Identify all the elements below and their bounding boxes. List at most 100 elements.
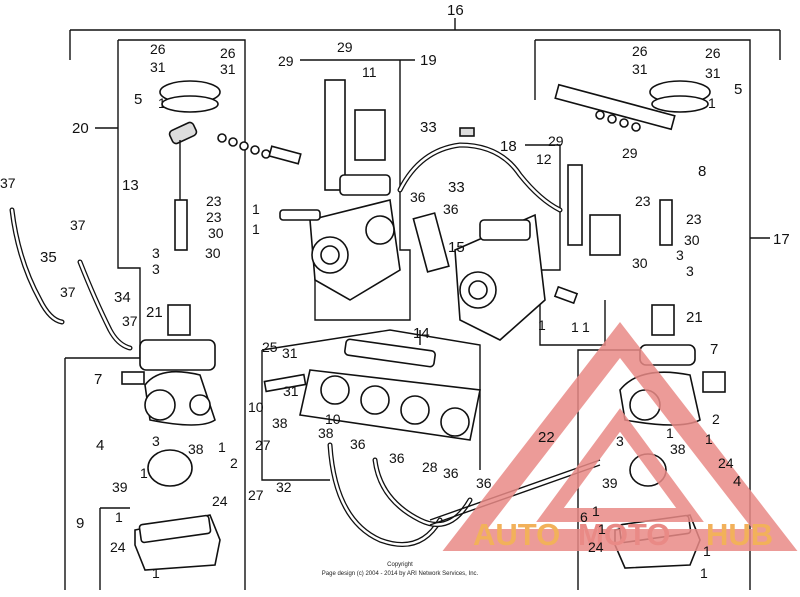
callout-6: 6	[580, 509, 588, 525]
part-callouts: 16 17 20 19 18 37 37 37 37 35 34 26 26 3…	[0, 2, 790, 581]
callout-16: 16	[447, 2, 464, 19]
callout-31: 31	[282, 345, 298, 361]
callout-1: 1	[538, 317, 546, 333]
callout-10: 10	[325, 411, 341, 427]
callout-1: 1	[700, 565, 708, 581]
center-left-carburetor	[279, 79, 401, 301]
center-right-carburetor	[412, 164, 621, 341]
callout-30: 30	[632, 255, 648, 271]
watermark-moto: MOTO	[578, 517, 670, 552]
callout-3: 3	[676, 247, 684, 263]
callout-3: 3	[152, 245, 160, 261]
callout-15: 15	[448, 239, 465, 256]
right-o-rings	[595, 110, 641, 132]
callout-38: 38	[318, 425, 334, 441]
callout-4: 4	[96, 437, 104, 454]
callout-32: 32	[276, 479, 292, 495]
callout-21: 21	[686, 309, 703, 326]
callout-3: 3	[616, 433, 624, 449]
callout-3: 3	[152, 261, 160, 277]
callout-23: 23	[206, 193, 222, 209]
callout-38: 38	[670, 441, 686, 457]
callout-13: 13	[122, 177, 139, 194]
callout-37: 37	[60, 284, 76, 300]
callout-24: 24	[588, 539, 604, 555]
callout-1: 1	[115, 509, 123, 525]
callout-17: 17	[773, 231, 790, 248]
callout-30: 30	[684, 232, 700, 248]
callout-1: 1	[252, 221, 260, 237]
callout-24: 24	[718, 455, 734, 471]
callout-24: 24	[212, 493, 228, 509]
callout-36: 36	[350, 436, 366, 452]
callout-24: 24	[110, 539, 126, 555]
callout-27: 27	[248, 487, 264, 503]
callout-25: 25	[262, 339, 278, 355]
callout-26: 26	[705, 45, 721, 61]
callout-1: 1	[252, 201, 260, 217]
callout-1: 1	[152, 565, 160, 581]
callout-21: 21	[146, 304, 163, 321]
callout-23: 23	[686, 211, 702, 227]
callout-3: 3	[686, 263, 694, 279]
callout-31: 31	[220, 61, 236, 77]
callout-7: 7	[94, 371, 102, 388]
callout-12: 12	[536, 151, 552, 167]
callout-28: 28	[422, 459, 438, 475]
callout-38: 38	[272, 415, 288, 431]
callout-1: 1	[582, 319, 590, 335]
fuel-hoses	[9, 127, 601, 547]
callout-1: 1	[705, 431, 713, 447]
callout-33: 33	[448, 179, 465, 196]
callout-1: 1	[592, 503, 600, 519]
callout-26: 26	[632, 43, 648, 59]
callout-1: 1	[571, 319, 579, 335]
copyright-line2: Page design (c) 2004 - 2014 by ARI Netwo…	[322, 571, 479, 577]
callout-37: 37	[0, 175, 16, 191]
callout-1: 1	[218, 439, 226, 455]
callout-23: 23	[206, 209, 222, 225]
callout-9: 9	[76, 515, 84, 532]
callout-29: 29	[622, 145, 638, 161]
callout-39: 39	[602, 475, 618, 491]
callout-36: 36	[443, 201, 459, 217]
callout-11: 11	[362, 64, 377, 80]
copyright-line1: Copyright	[387, 562, 413, 568]
watermark-hub: HUB	[706, 517, 773, 552]
callout-22: 22	[538, 429, 555, 446]
callout-29: 29	[278, 53, 294, 69]
callout-14: 14	[413, 325, 430, 342]
callout-7: 7	[710, 341, 718, 358]
callout-26: 26	[220, 45, 236, 61]
left-top-cover-assembly	[121, 80, 302, 571]
callout-1: 1	[158, 95, 166, 111]
callout-34: 34	[114, 289, 131, 306]
callout-1: 1	[666, 425, 674, 441]
callout-36: 36	[410, 189, 426, 205]
callout-8: 8	[698, 163, 706, 180]
callout-38: 38	[188, 441, 204, 457]
callout-18: 18	[500, 138, 517, 155]
callout-1: 1	[140, 465, 148, 481]
callout-5: 5	[734, 81, 742, 98]
callout-36: 36	[389, 450, 405, 466]
callout-2: 2	[230, 455, 238, 471]
watermark-triangle	[442, 322, 798, 551]
callout-33: 33	[420, 119, 437, 136]
autohub-watermark: AUTO MOTO HUB	[442, 322, 798, 552]
callout-31: 31	[705, 65, 721, 81]
callout-5: 5	[134, 91, 142, 108]
callout-4: 4	[733, 473, 741, 490]
callout-39: 39	[112, 479, 128, 495]
callout-29: 29	[548, 133, 564, 149]
callout-31: 31	[283, 383, 299, 399]
callout-36: 36	[443, 465, 459, 481]
callout-10: 10	[248, 399, 264, 415]
callout-37: 37	[122, 313, 138, 329]
callout-20: 20	[72, 120, 89, 137]
callout-29: 29	[337, 39, 353, 55]
callout-2: 2	[712, 411, 720, 427]
callout-19: 19	[420, 52, 437, 69]
callout-1: 1	[703, 543, 711, 559]
